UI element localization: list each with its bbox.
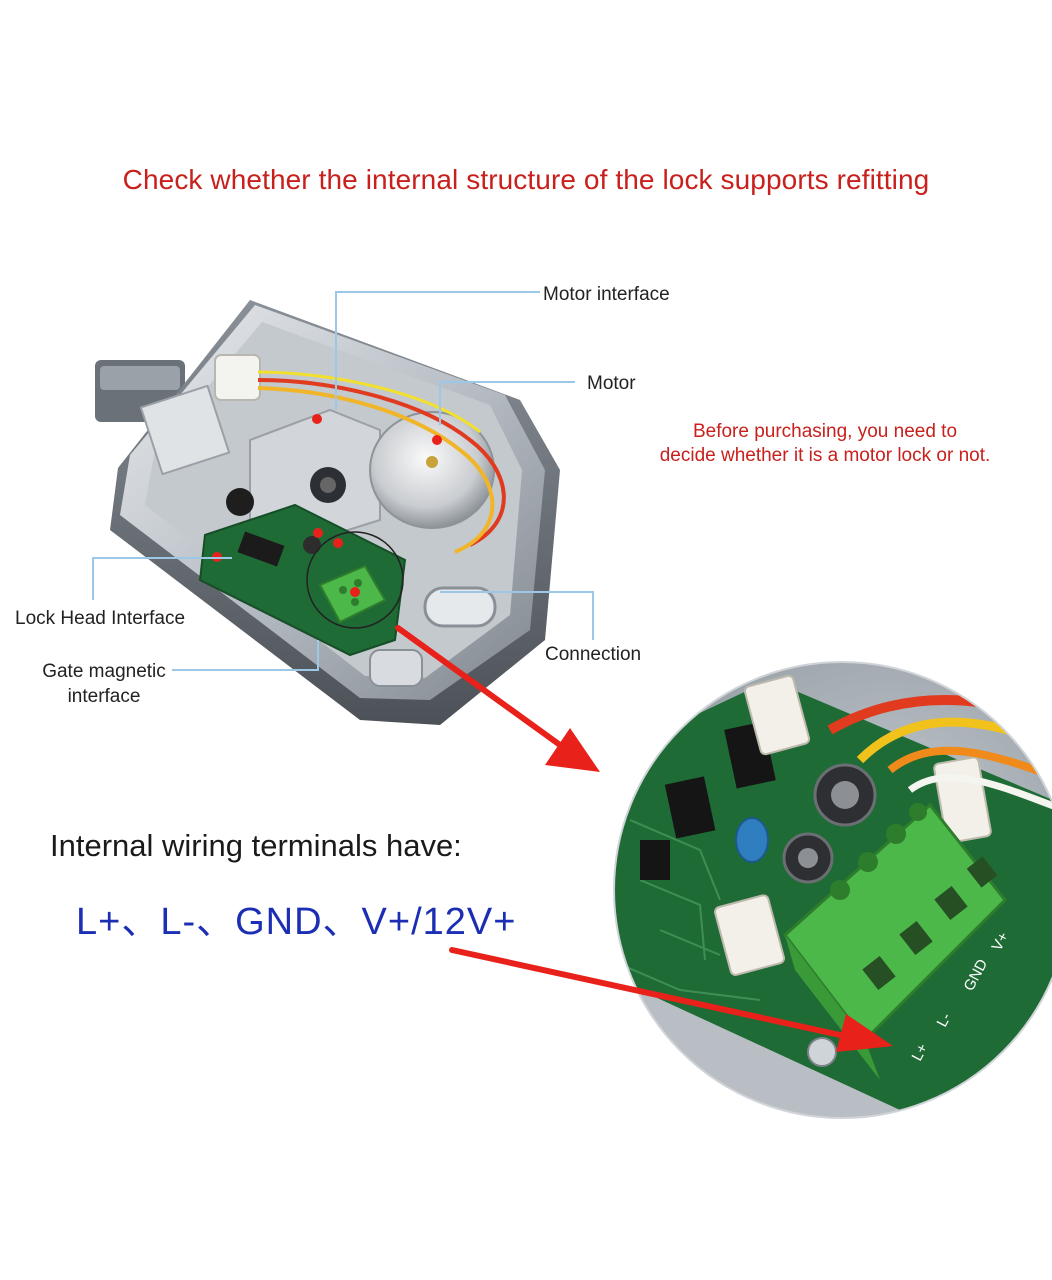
leader-connection (440, 591, 594, 640)
zoom-circle: L+ L- GND V+ (613, 661, 1052, 1119)
arrow-terminal-line (449, 947, 843, 1038)
arrow-connection-head (545, 728, 600, 772)
arrows (395, 625, 893, 1052)
callout-gate-magnetic: Gate magnetic interface (34, 659, 174, 709)
callout-gate-magnetic-line2: interface (67, 686, 141, 707)
lock-body (95, 300, 560, 725)
callout-gate-magnetic-line1: Gate magnetic (42, 661, 166, 682)
motor-shape (369, 411, 495, 529)
leader-gate-magnetic (172, 640, 319, 671)
purchase-note-line1: Before purchasing, you need to (692, 421, 958, 442)
arrow-terminal-head (836, 1014, 893, 1052)
callout-motor-interface: Motor interface (543, 284, 670, 305)
leader-lines (92, 291, 594, 671)
terminals-heading: Internal wiring terminals have: (50, 828, 462, 863)
callout-motor: Motor (587, 373, 636, 394)
pcb-label-lplus: L+ (909, 1041, 932, 1064)
callout-connection: Connection (545, 644, 642, 665)
purchase-note: Before purchasing, you need to decide wh… (630, 420, 1020, 468)
callout-lock-head-interface: Lock Head Interface (15, 608, 186, 629)
leader-motor (439, 381, 575, 425)
leader-lock-head (92, 557, 232, 600)
page-title: Check whether the internal structure of … (122, 164, 930, 195)
terminals-list: L+、L-、GND、V+/12V+ (76, 901, 517, 943)
purchase-note-line2: decide whether it is a motor lock or not… (659, 445, 991, 466)
pcb-label-vplus: V+ (989, 929, 1013, 954)
leader-motor-interface (335, 291, 540, 410)
arrow-connection-line (395, 625, 563, 748)
